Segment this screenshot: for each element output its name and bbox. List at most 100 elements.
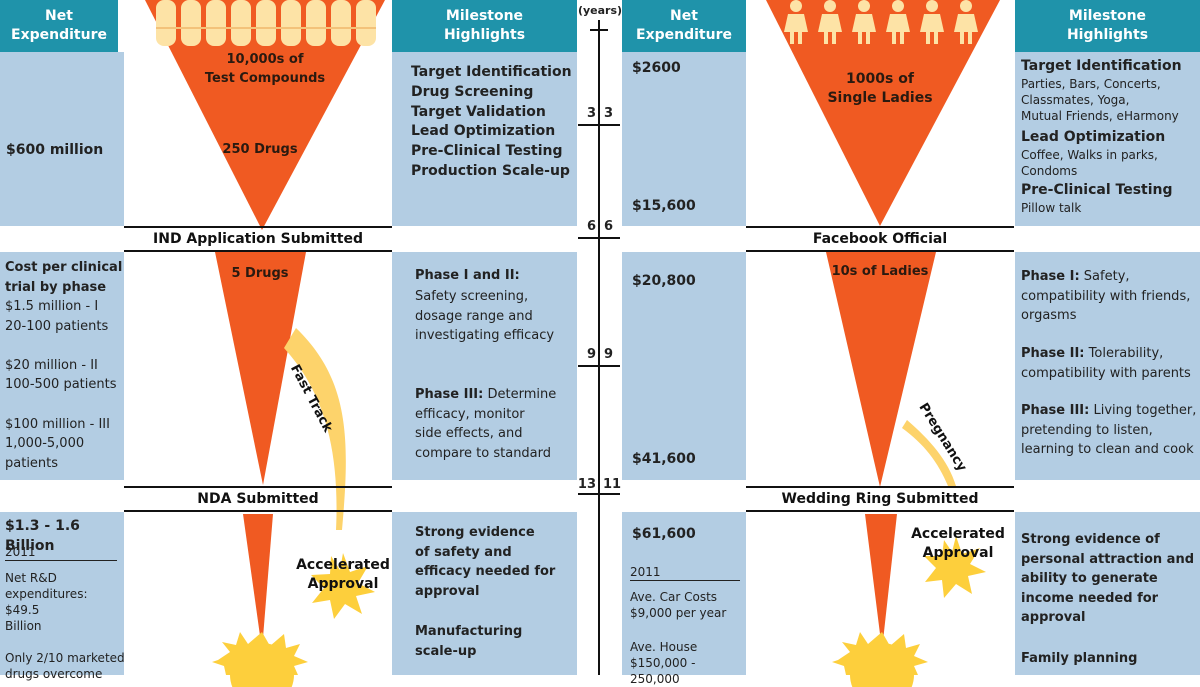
right-target-head: Target Identification: [1021, 58, 1182, 74]
right-bar-2-bottom: [746, 510, 1014, 512]
pill-icon: [156, 0, 376, 46]
left-funnel-mid: [215, 252, 306, 485]
left-exp-panel-2: [0, 252, 124, 480]
right-exp-panel-3: [622, 512, 746, 675]
left-bar-2-bottom: [124, 510, 392, 512]
right-milestone-panel-2: [1015, 252, 1200, 480]
timeline-tick-left-4: 13: [577, 477, 596, 492]
right-sun-burst-icon: [832, 632, 928, 687]
right-preclinical-body: Pillow talk: [1021, 201, 1082, 215]
left-milestone-panel-3: [392, 512, 577, 675]
right-funnel-top: [766, 0, 1000, 226]
right-milestone-panel-1: [1015, 52, 1200, 226]
header-text: Net Expenditure: [11, 8, 107, 43]
header-text: Net Expenditure: [636, 8, 732, 43]
sun-burst-icon: [212, 632, 308, 687]
right-wedding-bar: Wedding Ring Submitted: [781, 491, 979, 507]
right-pregnancy-track: [902, 420, 956, 486]
left-net-expenditure-header: Net Expenditure: [0, 0, 118, 52]
right-funnel-top-label: 1000s of Single Ladies: [827, 71, 933, 106]
right-phase3-text: Phase III: Living together, pretending t…: [1021, 401, 1199, 460]
left-exp-clinical-title: Cost per clinical trial by phase: [5, 260, 123, 295]
header-text: Milestone Highlights: [443, 8, 526, 43]
right-exp-panel-2: [622, 252, 746, 480]
right-exp-house: Ave. House $150,000 - 250,000: [630, 640, 698, 686]
right-lead-body: Coffee, Walks in parks, Condoms: [1021, 148, 1158, 178]
right-phase2-body: Tolerability, compatibility with parents: [1021, 346, 1191, 381]
right-bar-2-top: [746, 486, 1014, 488]
right-exp-car: Ave. Car Costs $9,000 per year: [630, 590, 727, 620]
left-phase12-head: Phase I and II:: [415, 268, 520, 283]
right-funnel-bottom: [865, 514, 897, 650]
right-target-body: Parties, Bars, Concerts, Classmates, Yog…: [1021, 77, 1179, 123]
left-funnel-mid-label: 250 Drugs: [222, 142, 298, 157]
left-ind-bar: IND Application Submitted: [153, 231, 363, 247]
right-phase1-text: Phase I: Safety, compatibility with frie…: [1021, 267, 1199, 326]
left-bar-2-top: [124, 486, 392, 488]
timeline-tick-right-1: 3: [604, 106, 614, 121]
right-phase1-head: Phase I:: [1021, 269, 1080, 284]
right-exp-v5: $61,600: [632, 526, 696, 542]
right-bar-1-top: [746, 226, 1014, 228]
right-net-expenditure-header: Net Expenditure: [622, 0, 746, 52]
right-lead-head: Lead Optimization: [1021, 129, 1166, 145]
left-fast-track: [284, 328, 346, 530]
right-exp-v2: $15,600: [632, 198, 696, 214]
left-accel-star: [311, 553, 375, 619]
right-accel-star: [924, 536, 986, 598]
right-bar-1-bottom: [746, 250, 1014, 252]
right-exp-v1: $2600: [632, 60, 681, 76]
right-family-planning: Family planning: [1021, 651, 1138, 666]
left-funnel-bottom: [243, 514, 273, 650]
timeline-tick-right-4: 11: [603, 477, 622, 492]
right-evidence-text: Strong evidence of personal attraction a…: [1021, 532, 1195, 626]
header-text: Milestone Highlights: [1066, 8, 1149, 43]
right-facebook-bar: Facebook Official: [812, 231, 948, 247]
right-exp-v4: $41,600: [632, 451, 696, 467]
left-exp-panel-3: [0, 512, 124, 675]
left-milestones-list: Target Identification Drug Screening Tar…: [411, 64, 572, 179]
right-milestone-panel-3: [1015, 512, 1200, 675]
right-funnel-stage2-label: 10s of Ladies: [831, 264, 929, 279]
right-preclinical-head: Pre-Clinical Testing: [1021, 182, 1173, 198]
left-phase3-text: Phase III: Determine efficacy, monitor s…: [415, 385, 575, 463]
timeline-tick-right-2: 6: [604, 219, 614, 234]
right-milestone-header: Milestone Highlights: [1015, 0, 1200, 52]
left-funnel-top-label: 10,000s of Test Compounds: [204, 52, 326, 86]
right-exp-panel-1: [622, 52, 746, 226]
left-evidence-text: Strong evidence of safety and efficacy n…: [415, 525, 556, 599]
right-phase1-body: Safety, compatibility with friends, orga…: [1021, 269, 1191, 324]
left-exp-body: Net R&D expenditures: $49.5 Billion Only…: [5, 571, 125, 681]
right-phase3-head: Phase III:: [1021, 403, 1090, 418]
left-funnel-top: [145, 0, 385, 230]
right-phase2-head: Phase II:: [1021, 346, 1085, 361]
timeline-tick-left-3: 9: [586, 347, 596, 362]
right-exp-v3: $20,800: [632, 273, 696, 289]
woman-icon: [784, 0, 978, 44]
timeline-years-label: (years): [577, 4, 623, 17]
right-funnel-mid: [826, 252, 936, 487]
timeline-tick-left-1: 3: [586, 106, 596, 121]
left-exp-billion: $1.3 - 1.6 Billion: [5, 518, 80, 554]
left-milestone-panel-1: [392, 52, 577, 226]
timeline-tick-left-2: 6: [586, 219, 596, 234]
left-milestone-panel-2: [392, 252, 577, 480]
timeline-tick-right-3: 9: [604, 347, 614, 362]
right-phase2-text: Phase II: Tolerability, compatibility wi…: [1021, 344, 1199, 383]
left-funnel-stage2-label: 5 Drugs: [231, 266, 289, 281]
right-exp-year: 2011: [630, 564, 740, 581]
left-phase3-body: Determine efficacy, monitor side effects…: [415, 387, 557, 461]
left-phase12-body: Safety screening, dosage range and inves…: [415, 289, 555, 344]
left-exp-year: 2011: [5, 544, 117, 561]
left-phase3-head: Phase III:: [415, 387, 484, 402]
left-accelerated-label: Accelerated Approval: [296, 557, 390, 592]
left-exp-panel-1: [0, 52, 124, 226]
left-manufacturing-text: Manufacturing scale-up: [415, 624, 523, 659]
left-exp-600m: $600 million: [6, 142, 104, 158]
left-nda-bar: NDA Submitted: [197, 491, 319, 507]
left-bar-1-top: [124, 226, 392, 228]
left-bar-1-bottom: [124, 250, 392, 252]
left-exp-clinical-body: $1.5 million - I 20-100 patients $20 mil…: [5, 299, 117, 471]
